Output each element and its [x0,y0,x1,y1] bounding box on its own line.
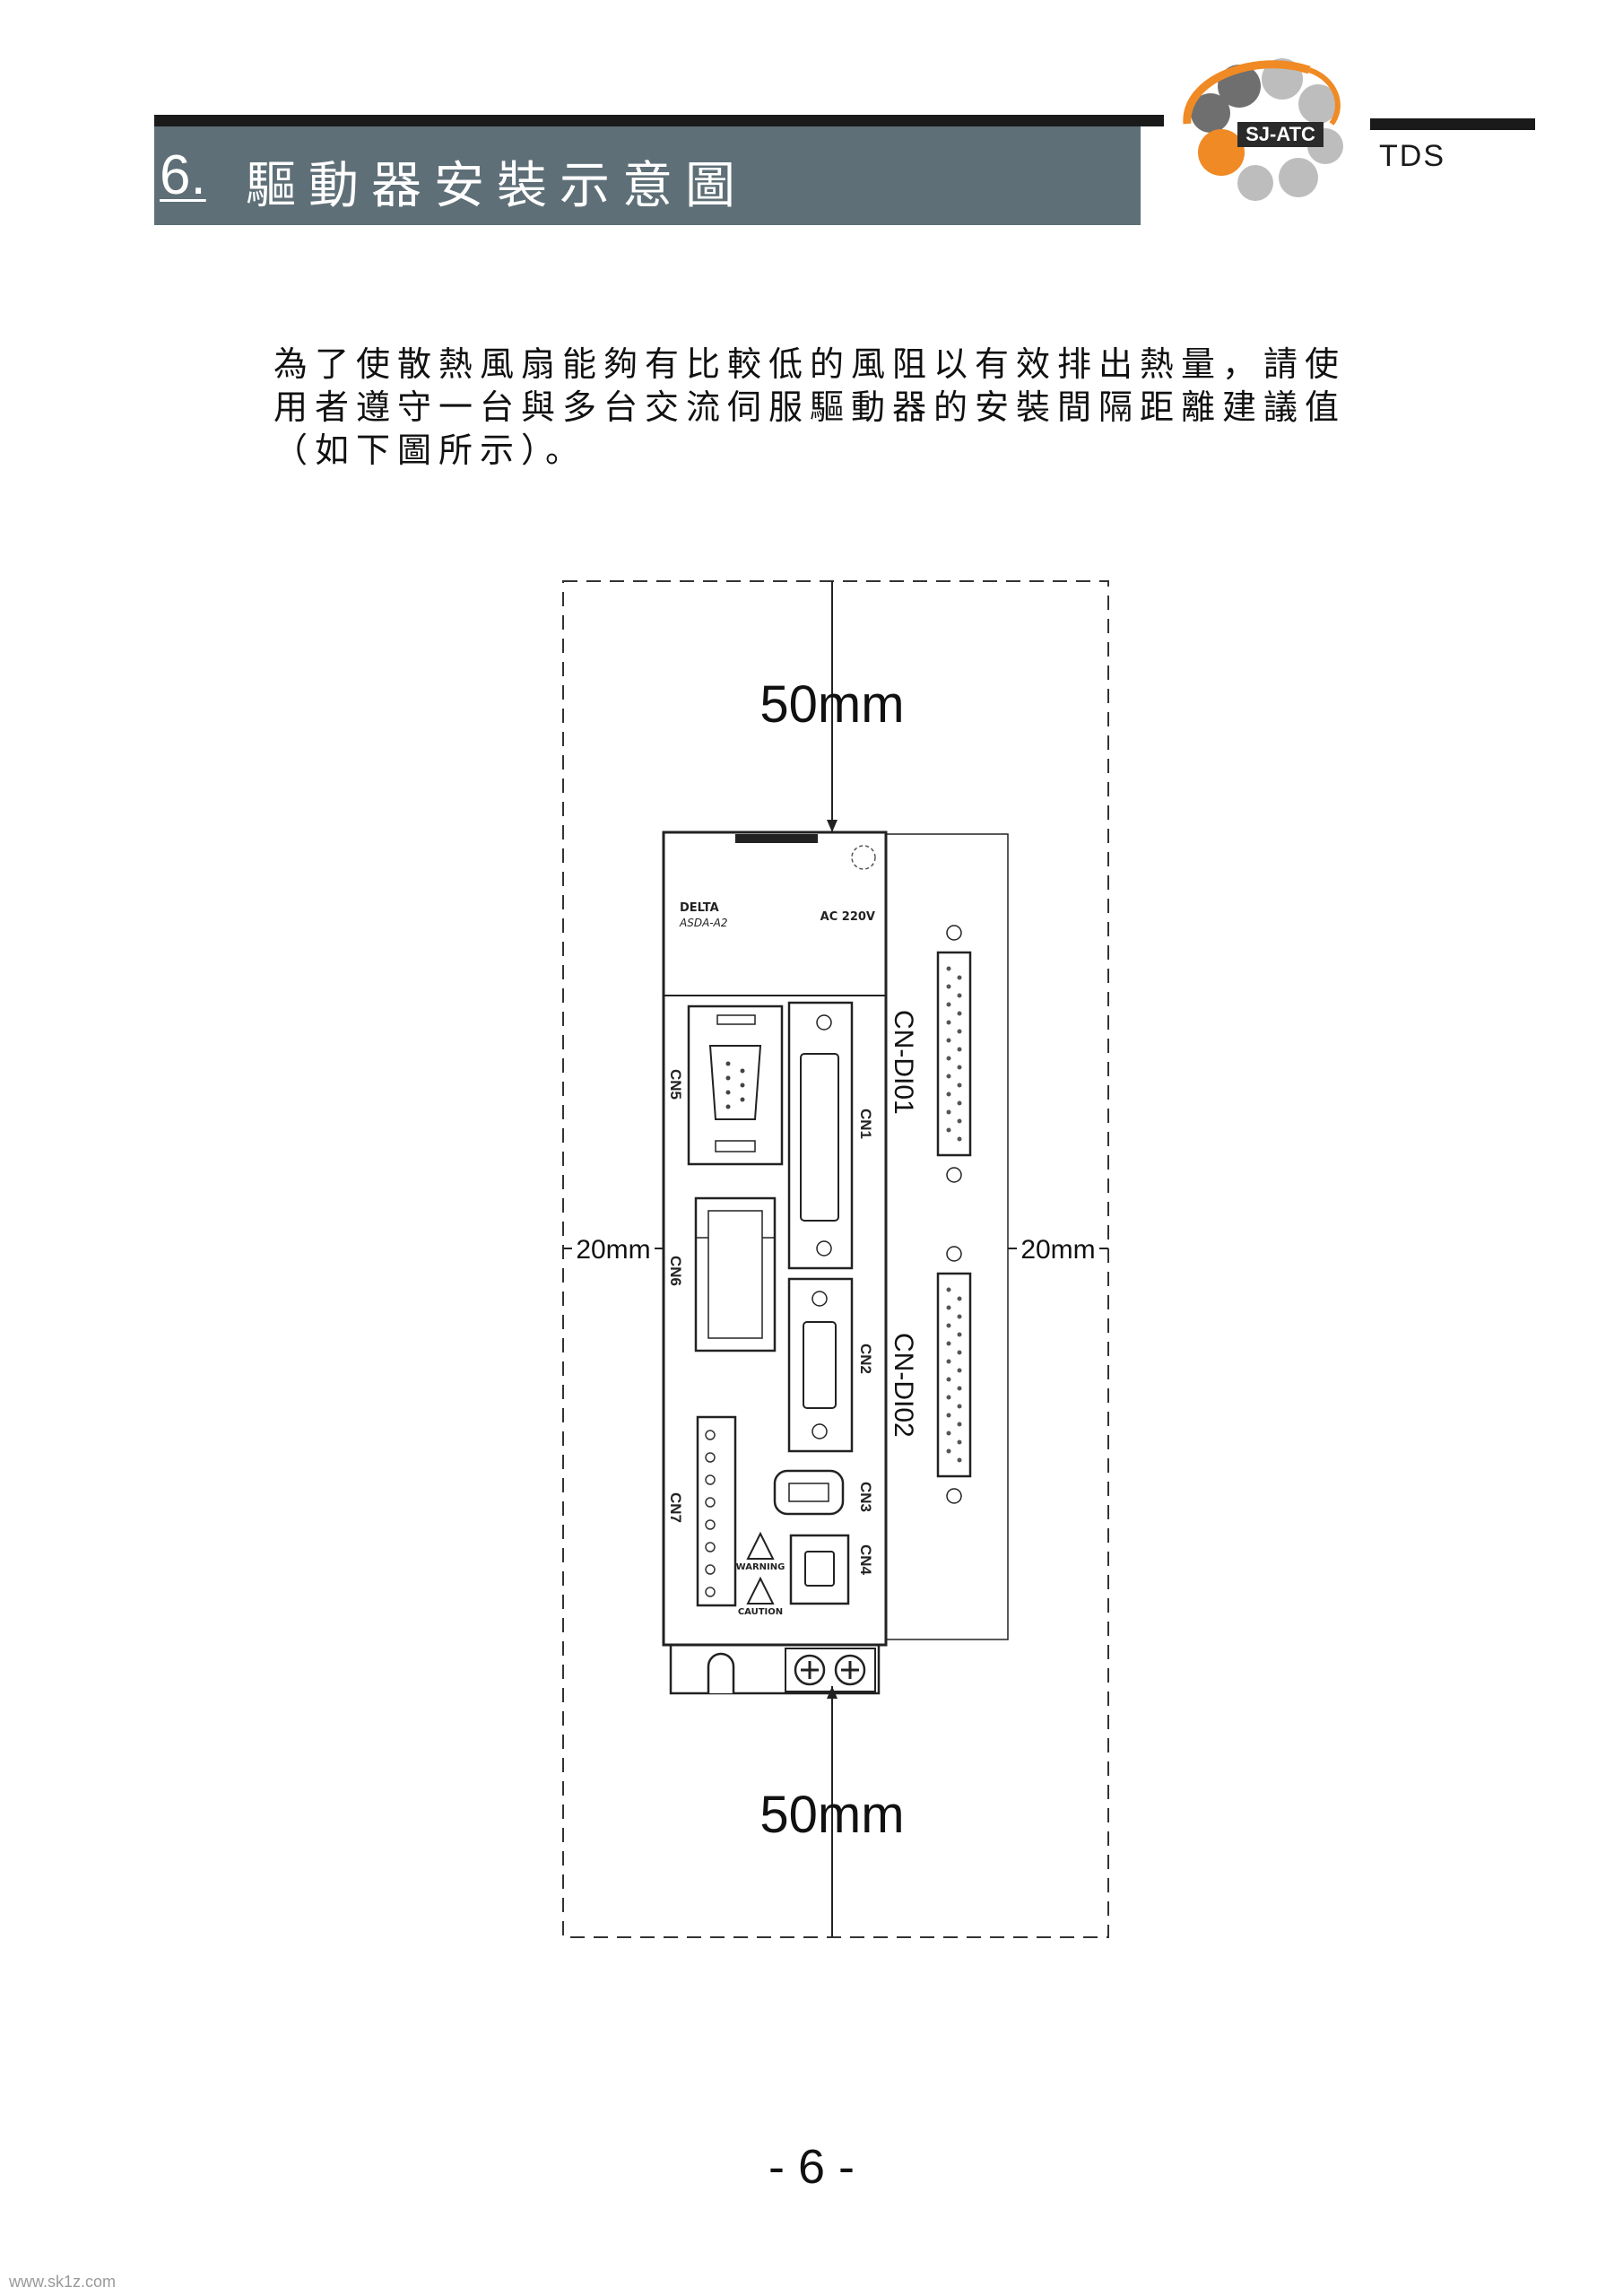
cn2-port [787,1277,854,1453]
cn-di01-label: CN-DI01 [889,1010,918,1115]
model-label: ASDA-A2 [679,917,727,929]
cn-di02-label: CN-DI02 [889,1333,918,1438]
left-clearance-label: 20mm [576,1235,650,1265]
sj-atc-logo: SJ-ATC [1183,58,1343,201]
section-title: 驅動器安裝示意圖 [246,157,748,215]
external-connector-outline [886,833,1009,1640]
logo-text: SJ-ATC [1245,123,1315,145]
paragraph-line: 為了使散熱風扇能夠有比較低的風阻以有效排出熱量，請使 [273,344,1347,384]
brand-label: DELTA [680,901,719,915]
warning-label: WARNING [736,1562,785,1572]
caution-label: CAUTION [738,1607,783,1617]
section-header-box [154,126,1141,225]
cn7-terminal [696,1415,737,1607]
page-number: - 6 - [768,2140,855,2194]
watermark: www.sk1z.com [9,2273,117,2291]
cn1-port [787,1001,854,1270]
pin-array [946,966,962,1142]
cn4-label: CN4 [857,1544,874,1576]
cn5-port [687,1004,784,1166]
intro-paragraph: 為了使散熱風扇能夠有比較低的風阻以有效排出熱量，請使 用者遵守一台與多台交流伺服… [273,343,1394,472]
cn6-label: CN6 [667,1256,684,1286]
section-number: 6. [160,144,206,206]
right-clearance-label: 20mm [1020,1235,1095,1265]
cn1-label: CN1 [857,1109,874,1139]
cn3-port [773,1469,845,1516]
cn5-label: CN5 [667,1069,684,1100]
warning-icon [746,1531,775,1560]
cn-di01-connector [936,925,972,1183]
bottom-clearance-label: 50mm [759,1786,904,1844]
top-clearance-label: 50mm [759,675,904,734]
cn-di02-connector [936,1246,972,1504]
cn7-label: CN7 [667,1492,684,1523]
pin-array [946,1287,962,1463]
paragraph-line: （如下圖所示）。 [273,430,587,470]
doc-code: TDS [1379,139,1445,173]
cn2-label: CN2 [857,1344,874,1374]
cn6-port [694,1196,777,1352]
header-rule-right [1370,118,1535,130]
clearance-boundary [562,580,1109,1938]
cn3-label: CN3 [857,1482,874,1512]
header-rule-left [154,115,1164,126]
voltage-label: AC 220V [820,910,875,924]
caution-icon [746,1576,775,1605]
paragraph-line: 用者遵守一台與多台交流伺服驅動器的安裝間隔距離建議值 [273,387,1347,427]
cn4-port [789,1534,850,1605]
